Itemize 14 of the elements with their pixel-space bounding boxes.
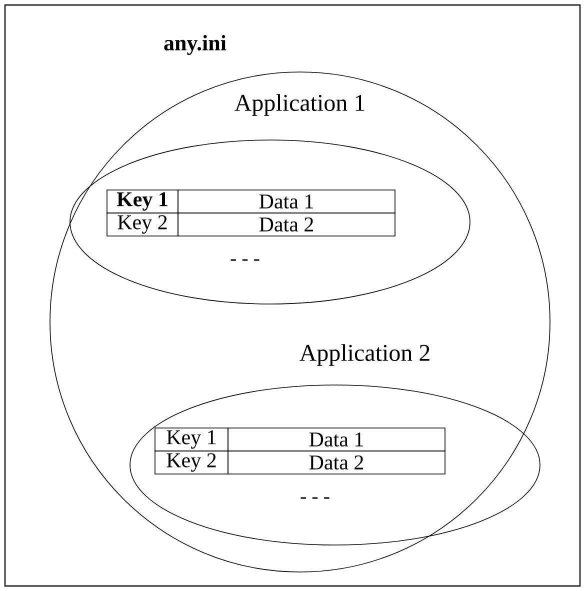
ellipsis-text: - - -: [230, 259, 260, 261]
circle: [50, 72, 550, 572]
ellipsis-text: - - -: [300, 497, 330, 499]
table-cell: Data 2: [178, 212, 396, 236]
title: any.ini: [164, 35, 226, 56]
table-cell: Data 1: [228, 428, 446, 452]
table-cell: Key 2: [154, 450, 228, 474]
section-heading: Application 2: [300, 344, 430, 366]
table-cell: Data 1: [178, 190, 396, 214]
table-cell: Key 2: [106, 212, 178, 236]
table-cell: Data 2: [228, 450, 446, 474]
table-cell: Key 1: [154, 428, 228, 452]
table-cell: Key 1: [106, 190, 178, 214]
section-heading: Application 1: [234, 94, 364, 116]
